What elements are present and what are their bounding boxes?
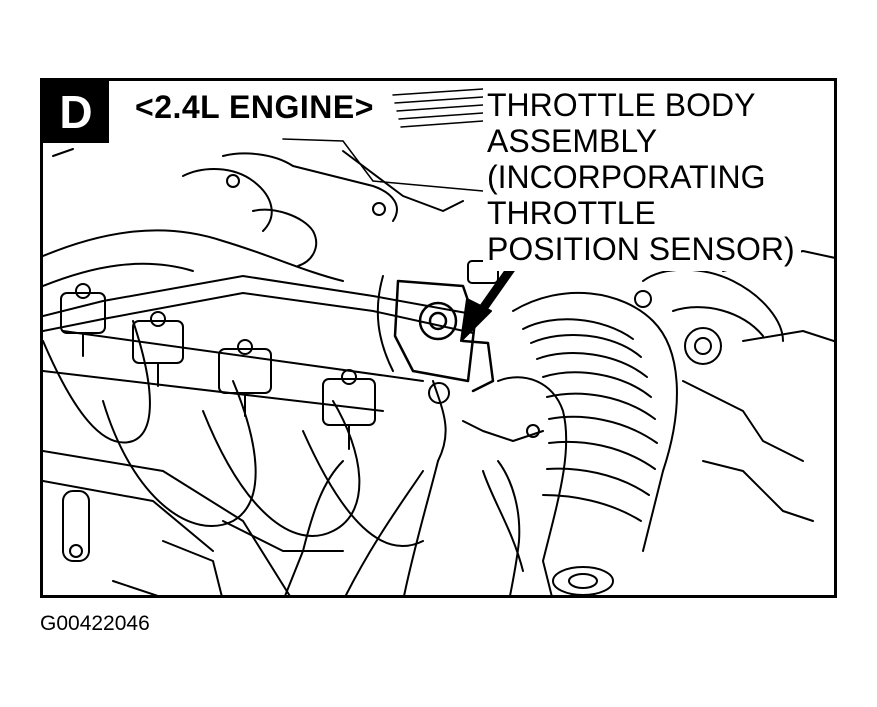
- callout-line: ASSEMBLY: [487, 123, 658, 159]
- figure-id: G00422046: [40, 612, 150, 635]
- callout-line: POSITION SENSOR): [487, 231, 795, 267]
- intake-runners: [43, 320, 424, 547]
- air-intake-duct: [497, 291, 678, 595]
- view-badge: D: [43, 81, 109, 143]
- throttle-body: [393, 279, 495, 393]
- diagram-frame: D <2.4L ENGINE> THROTTLE BODY ASSEMBLY (…: [40, 78, 837, 598]
- wiring-harness: [222, 420, 544, 595]
- throttle-body-details: [376, 260, 499, 462]
- engine-label: <2.4L ENGINE>: [131, 87, 378, 127]
- engine-top-contours: [43, 148, 464, 287]
- right-components: [634, 250, 834, 522]
- engine-block-lower: [43, 450, 291, 595]
- callout-line: THROTTLE BODY: [487, 87, 756, 123]
- callout-line: THROTTLE: [487, 195, 656, 231]
- fuel-rail-injectors: [43, 275, 484, 450]
- throttle-body-callout: THROTTLE BODY ASSEMBLY (INCORPORATING TH…: [483, 87, 801, 271]
- callout-line: (INCORPORATING: [487, 159, 766, 195]
- pointer-arrow: [460, 258, 520, 342]
- hatch-lines: [282, 88, 484, 192]
- engine-illustration: [43, 88, 834, 595]
